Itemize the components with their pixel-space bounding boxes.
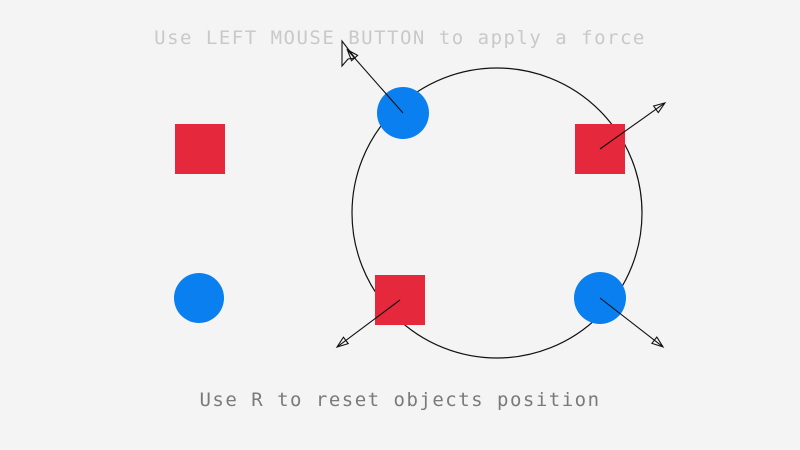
body-square-top-left[interactable] [175,124,225,174]
force-vector-circle-bottom-right-arrow [599,297,665,348]
force-vector-square-bottom-middle-arrow [335,299,401,348]
force-vector-square-top-right-arrow [599,101,667,150]
force-vector-circle-top-middle-arrow [346,48,404,114]
circular-boundary [351,67,643,359]
body-circle-bottom-left[interactable] [174,273,224,323]
hint-text-bottom: Use R to reset objects position [199,389,601,411]
hint-text-top: Use LEFT MOUSE BUTTON to apply a force [154,27,646,49]
mouse-cursor-icon [341,39,357,68]
